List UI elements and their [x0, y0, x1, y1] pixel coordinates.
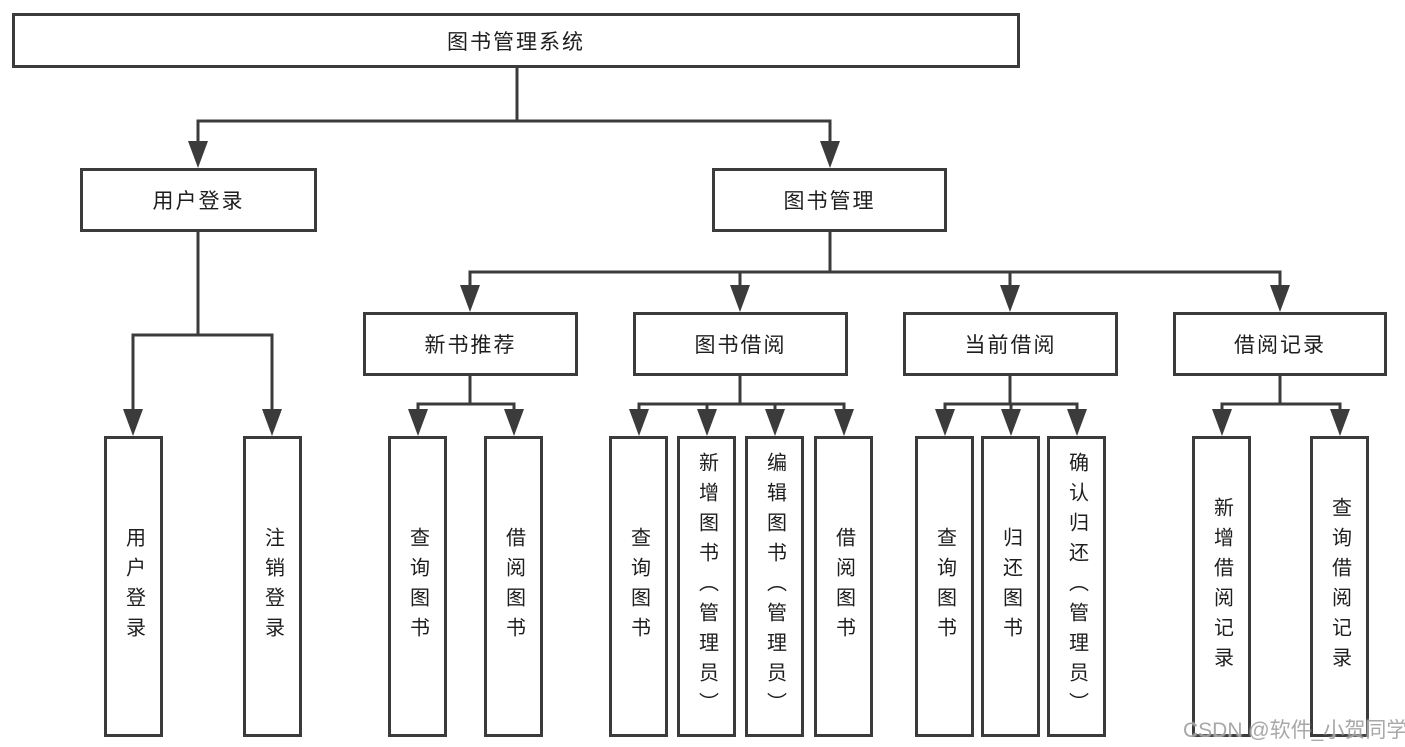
node-label: 查询借阅记录: [1328, 496, 1351, 677]
leaf-edit-books-admin: 编辑图书（管理员）: [745, 436, 804, 737]
leaf-confirm-return-admin: 确认归还（管理员）: [1047, 436, 1106, 737]
node-book-management: 图书管理: [712, 168, 947, 232]
leaf-return-books: 归还图书: [981, 436, 1040, 737]
leaf-query-books-borrow: 查询图书: [609, 436, 668, 737]
node-label: 借阅记录: [1234, 334, 1326, 357]
node-label: 查询图书: [627, 526, 650, 647]
node-label: 图书管理: [783, 190, 876, 213]
node-label: 编辑图书（管理员）: [763, 451, 786, 722]
node-label: 当前借阅: [964, 334, 1057, 357]
node-label: 图书借阅: [694, 334, 787, 357]
node-label: 借阅图书: [502, 526, 525, 647]
node-label: 注销登录: [261, 526, 284, 647]
node-label: 图书管理系统: [447, 30, 585, 54]
node-label: 用户登录: [122, 526, 145, 647]
node-new-book-recommend: 新书推荐: [363, 312, 578, 376]
node-user-login: 用户登录: [80, 168, 317, 232]
csdn-watermark: CSDN @软件_小贺同学: [1183, 719, 1405, 742]
leaf-query-borrow-record: 查询借阅记录: [1310, 436, 1369, 737]
node-label: 新增图书（管理员）: [695, 451, 718, 722]
node-label: 查询图书: [933, 526, 956, 647]
node-label: 查询图书: [406, 526, 429, 647]
leaf-add-borrow-record: 新增借阅记录: [1192, 436, 1251, 737]
leaf-borrow-books: 借阅图书: [814, 436, 873, 737]
node-label: 新增借阅记录: [1210, 496, 1233, 677]
node-label: 确认归还（管理员）: [1065, 451, 1088, 722]
node-label: 借阅图书: [832, 526, 855, 647]
leaf-query-books-recommend: 查询图书: [388, 436, 447, 737]
node-label: 新书推荐: [424, 334, 517, 357]
leaf-user-login: 用户登录: [104, 436, 163, 737]
node-label: 用户登录: [152, 190, 245, 213]
node-current-borrow: 当前借阅: [903, 312, 1118, 376]
node-borrow-records: 借阅记录: [1173, 312, 1387, 376]
node-book-borrow: 图书借阅: [633, 312, 848, 376]
leaf-query-books-current: 查询图书: [915, 436, 974, 737]
leaf-logout: 注销登录: [243, 436, 302, 737]
node-system-root: 图书管理系统: [12, 13, 1020, 68]
leaf-borrow-books-recommend: 借阅图书: [484, 436, 543, 737]
leaf-add-books-admin: 新增图书（管理员）: [677, 436, 736, 737]
node-label: 归还图书: [999, 526, 1022, 647]
